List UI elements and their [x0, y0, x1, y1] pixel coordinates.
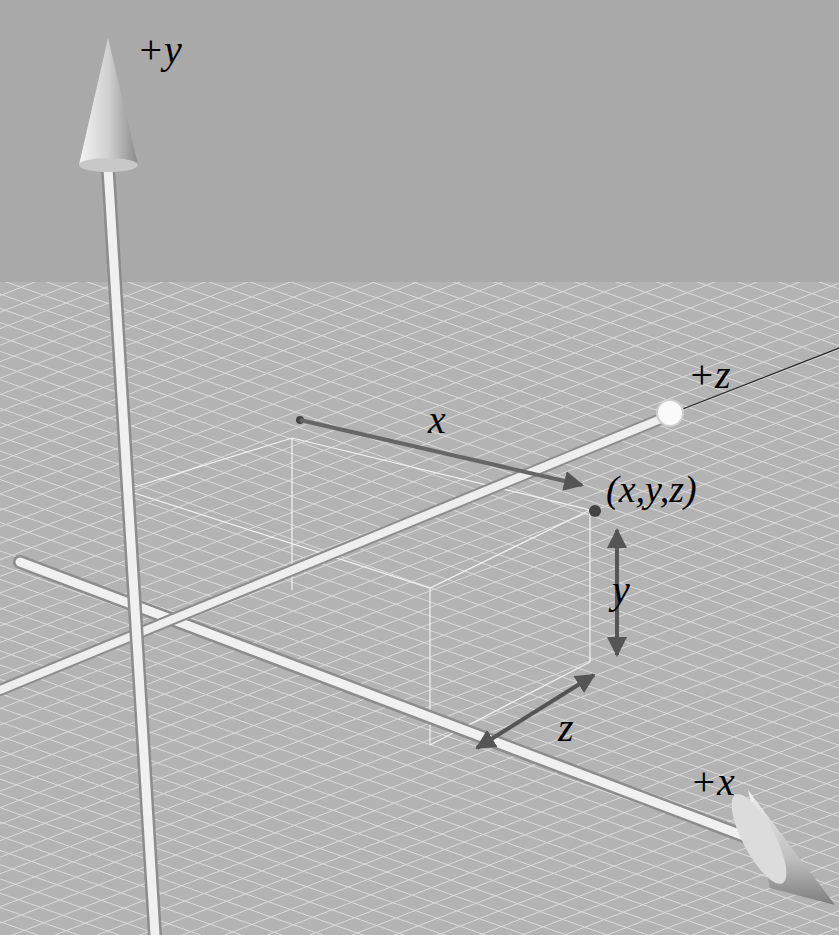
- x-cone-base: [721, 787, 796, 890]
- y-cone-base: [79, 158, 138, 172]
- axis-label: +y: [137, 30, 182, 70]
- dimension-label: x: [428, 400, 446, 440]
- point-label: (x,y,z): [606, 470, 697, 508]
- floor-grid: [0, 282, 839, 935]
- coordinate-box: [125, 438, 590, 745]
- axis-extension: [670, 348, 839, 414]
- y-cone: [79, 38, 138, 165]
- axis-label: +x: [690, 762, 735, 802]
- z-arrow: [477, 675, 594, 748]
- dimension-label: y: [612, 570, 630, 610]
- z-ball: [657, 400, 683, 426]
- point: [589, 505, 601, 517]
- axis-label: +z: [688, 355, 731, 395]
- axes: [0, 168, 760, 935]
- dimension-label: z: [558, 708, 574, 748]
